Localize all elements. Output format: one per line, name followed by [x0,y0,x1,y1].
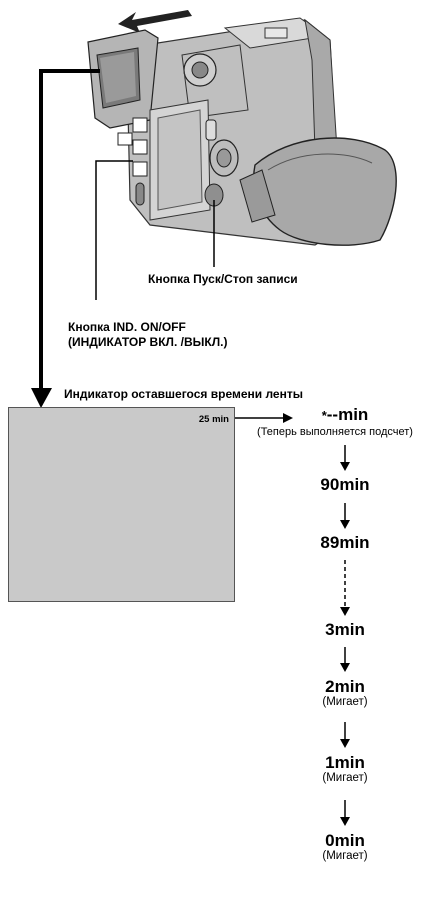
step-0min-note: (Мигает) [322,850,368,862]
direction-arrow-icon [118,10,192,33]
step-0min: 0min (Мигает) [285,831,405,863]
step-2min-note: (Мигает) [322,696,368,708]
step-89min: 89min [285,533,405,552]
step-1min: 1min (Мигает) [285,753,405,785]
ind-button-label-line1: Кнопка IND. ON/OFF [68,320,186,334]
ind-button-label-line2: (ИНДИКАТОР ВКЛ. /ВЫКЛ.) [68,335,228,349]
step-90min: 90min [285,475,405,494]
screen-arrow-icon [31,290,52,408]
step-3min: 3min [285,620,405,639]
step-2min-value: 2min [325,677,365,696]
indicator-title: Индикатор оставшегося времени ленты [64,387,303,401]
ind-button-leader-line [95,160,133,300]
step-counting: *--min [285,405,405,425]
step-counting-value: --min [326,405,369,424]
step-0min-value: 0min [325,831,365,850]
step-2min: 2min (Мигает) [285,677,405,709]
viewfinder-leader-line [39,69,100,300]
counting-note: (Теперь выполняется подсчет) [257,426,413,438]
step-90min-value: 90min [320,475,370,494]
ind-button-label: Кнопка IND. ON/OFF (ИНДИКАТОР ВКЛ. /ВЫКЛ… [68,320,227,350]
step-1min-value: 1min [325,753,365,772]
step-3min-value: 3min [325,620,365,639]
display-screen: 25 min [8,407,235,602]
readout-arrow-icon [235,413,293,423]
step-1min-note: (Мигает) [322,772,368,784]
flow-arrows [340,445,350,826]
record-button-label: Кнопка Пуск/Стоп записи [148,272,298,286]
asterisk-mark: * [321,408,327,423]
remaining-time-readout: 25 min [198,414,229,425]
camcorder-illustration [39,10,397,300]
step-89min-value: 89min [320,533,370,552]
